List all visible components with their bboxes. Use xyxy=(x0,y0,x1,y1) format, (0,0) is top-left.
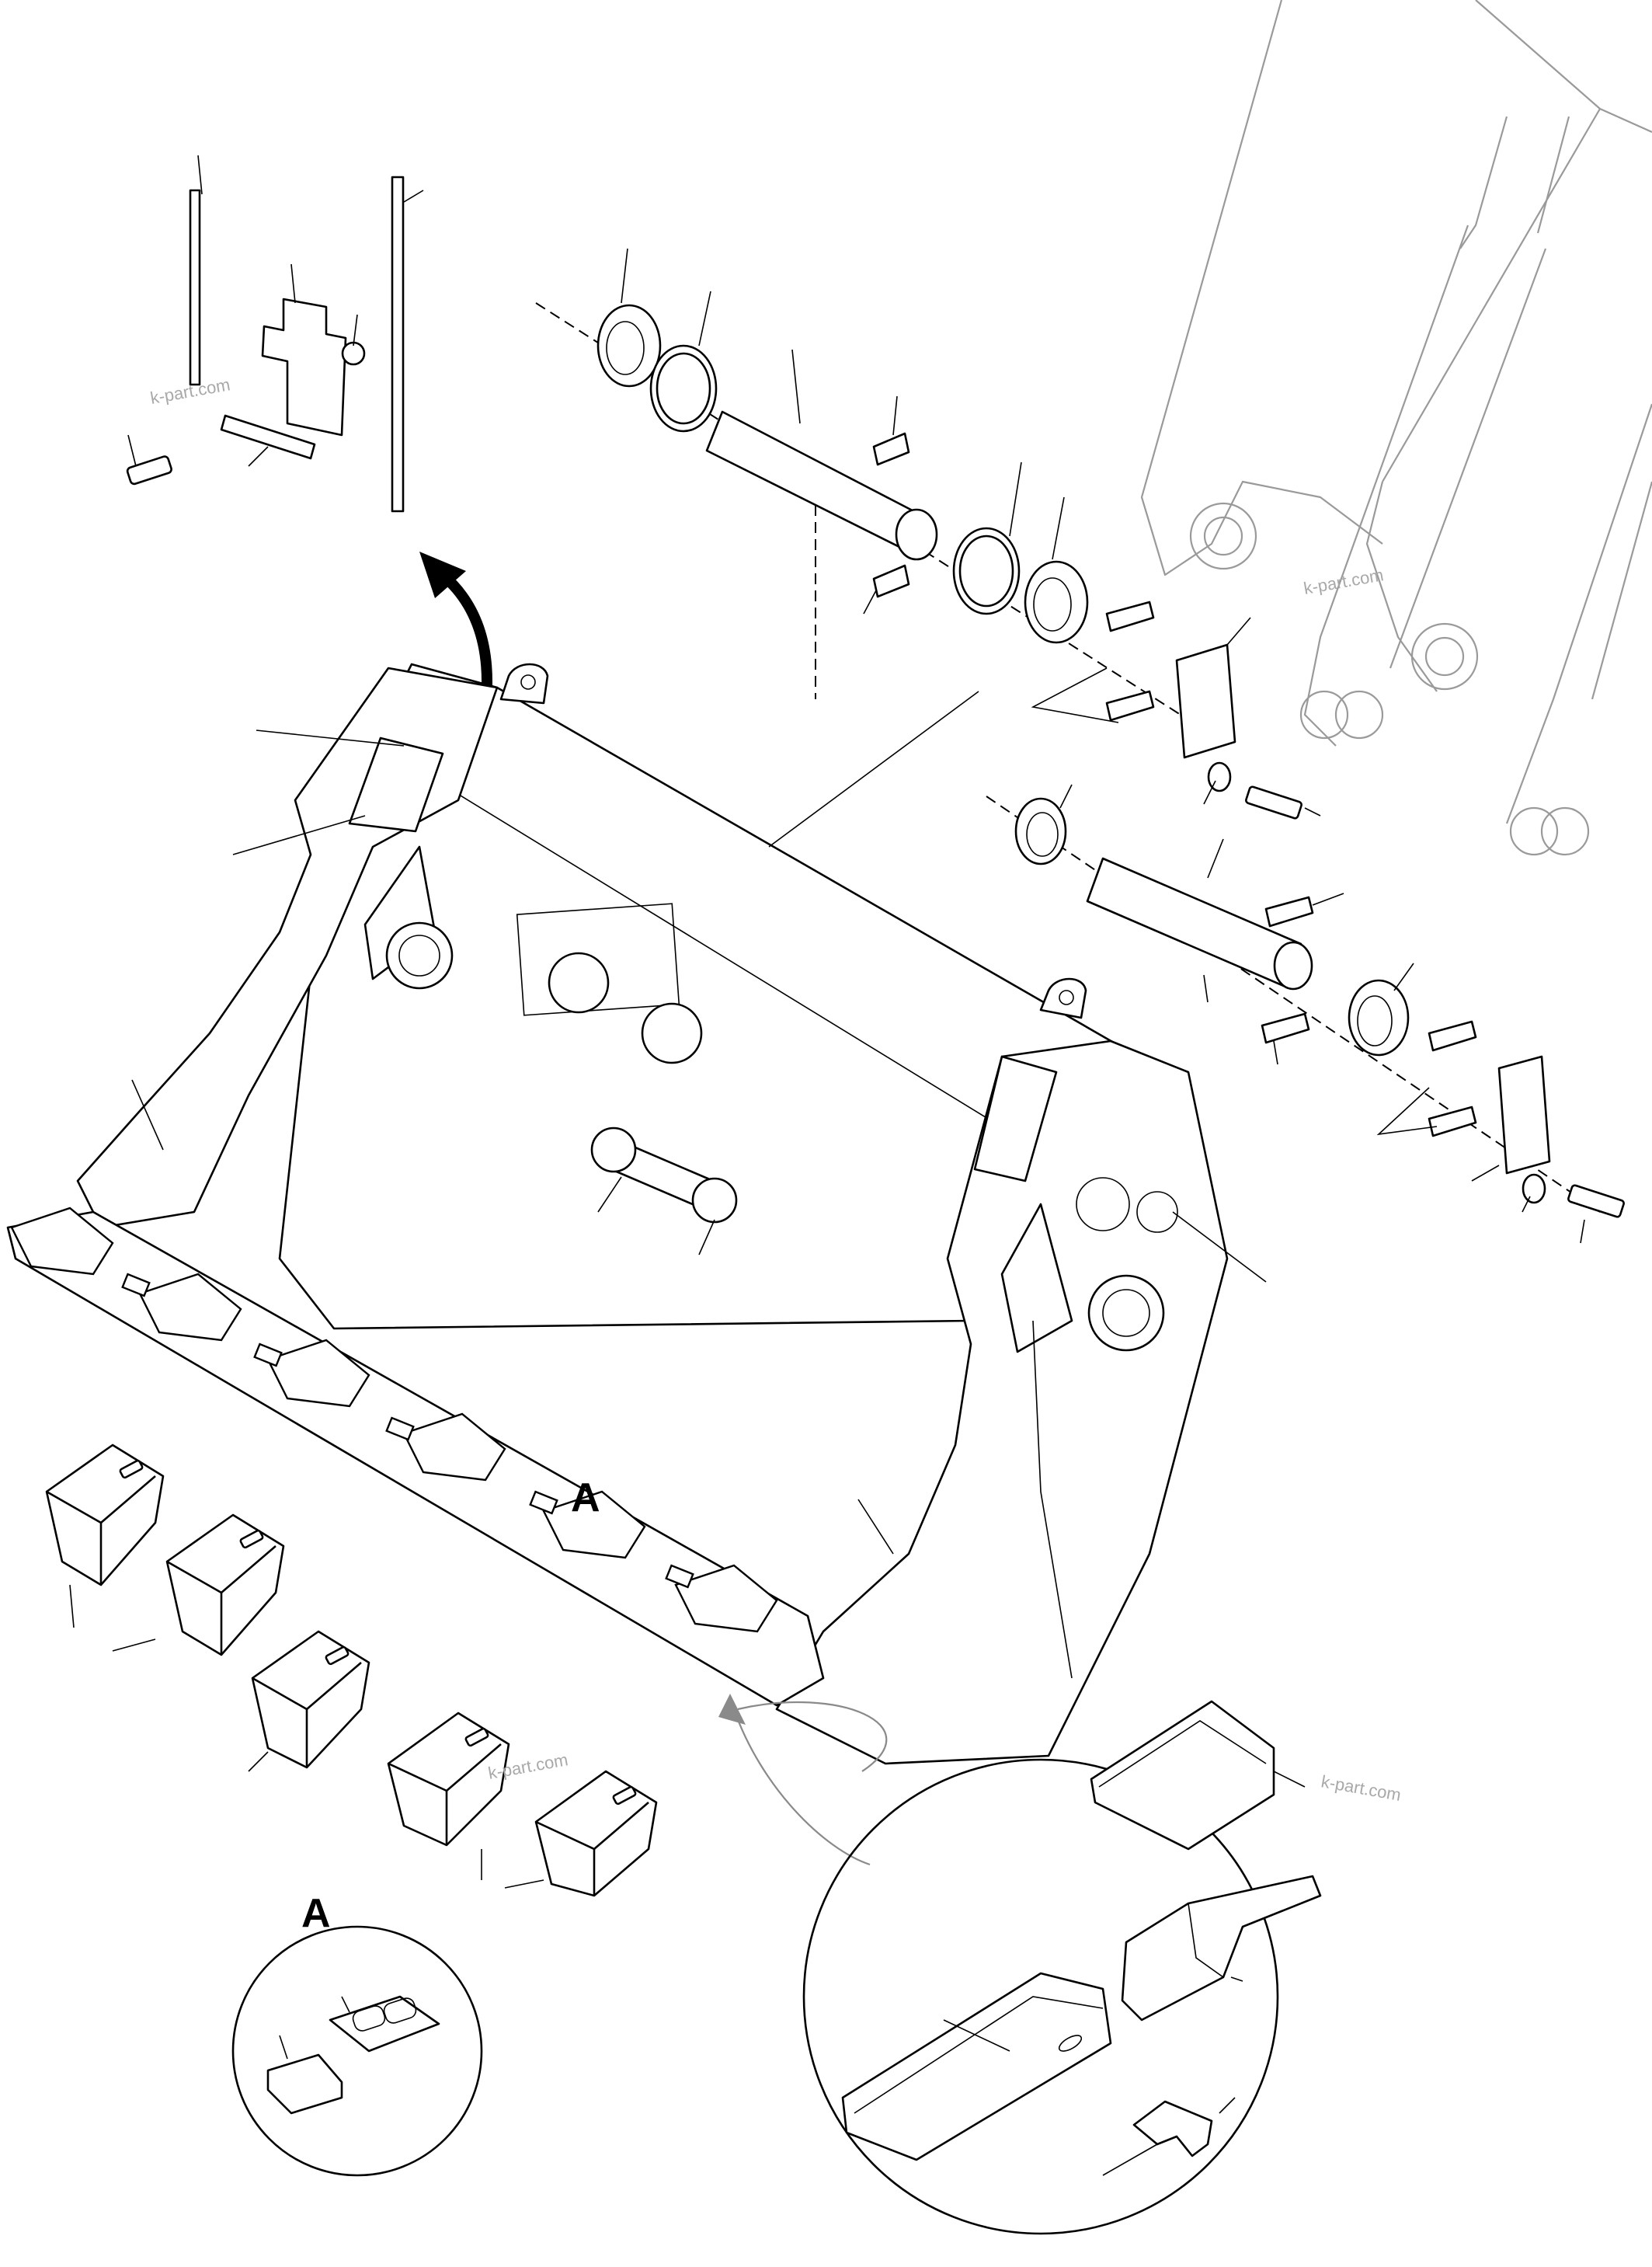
bucket-body: A xyxy=(6,663,1267,1765)
shim-1 xyxy=(1105,601,1155,632)
detail-a: A xyxy=(231,1891,483,2177)
pin-assembly-upper xyxy=(535,248,1321,820)
bucket-right-frame xyxy=(775,1039,1229,1765)
bushing-4 xyxy=(1348,979,1410,1057)
nut xyxy=(341,341,366,366)
tooth-adapter-1 xyxy=(45,1443,165,1586)
lock-plate-2 xyxy=(872,564,910,598)
bushing-2 xyxy=(1024,560,1089,644)
cover-plate-1 xyxy=(1175,643,1236,759)
pin-lock xyxy=(1132,2100,1213,2157)
shim-3 xyxy=(1428,1020,1477,1052)
plate-gusset xyxy=(261,298,347,437)
left-hinge-block xyxy=(348,737,444,833)
lock-plate-3 xyxy=(1264,896,1314,928)
tooth-row xyxy=(10,1207,778,1633)
tooth-adapter-2 xyxy=(165,1513,285,1656)
pin-assembly-lower xyxy=(986,784,1625,1244)
washer-1 xyxy=(1207,761,1232,792)
callout-a-label: A xyxy=(571,1475,600,1520)
right-pivot-boss xyxy=(1087,1274,1165,1352)
cover-plate-2 xyxy=(1497,1055,1551,1175)
tooth-adapter-3 xyxy=(251,1630,370,1769)
detail-tooth-circle xyxy=(718,1694,1322,2235)
retainer-pin xyxy=(266,2053,343,2115)
lock-plate-4 xyxy=(1261,1012,1310,1044)
right-hinge-block xyxy=(973,1055,1058,1182)
top-left-parts-group xyxy=(126,155,424,513)
adapter-nose xyxy=(1121,1875,1322,2021)
shim-4 xyxy=(1428,1106,1477,1137)
tooth-point xyxy=(841,1972,1112,2161)
plate-strip-left xyxy=(189,189,201,386)
retainer-clip xyxy=(329,1995,440,2053)
wear-plate xyxy=(1090,1700,1275,1851)
washer-2 xyxy=(1522,1173,1546,1204)
tooth-adapter-5 xyxy=(534,1770,658,1897)
bolt-1 xyxy=(1245,785,1302,820)
bushing-3 xyxy=(1014,797,1067,865)
bushing-1 xyxy=(596,304,662,388)
tooth-adapter-4 xyxy=(387,1712,510,1847)
lock-plate-1 xyxy=(872,432,910,466)
retaining-bar xyxy=(220,414,316,460)
loose-teeth-group xyxy=(45,1443,658,1897)
loose-teeth-leaders xyxy=(69,1584,544,1889)
shim-2 xyxy=(1105,690,1155,722)
boom-arm xyxy=(1140,0,1652,856)
detail-a-label: A xyxy=(301,1891,331,1936)
bolt-2 xyxy=(1567,1184,1625,1218)
plate-strip-right xyxy=(391,176,405,513)
watermark: k-part.com xyxy=(1320,1771,1403,1805)
left-pivot-boss xyxy=(385,921,454,990)
bolt xyxy=(126,455,172,486)
